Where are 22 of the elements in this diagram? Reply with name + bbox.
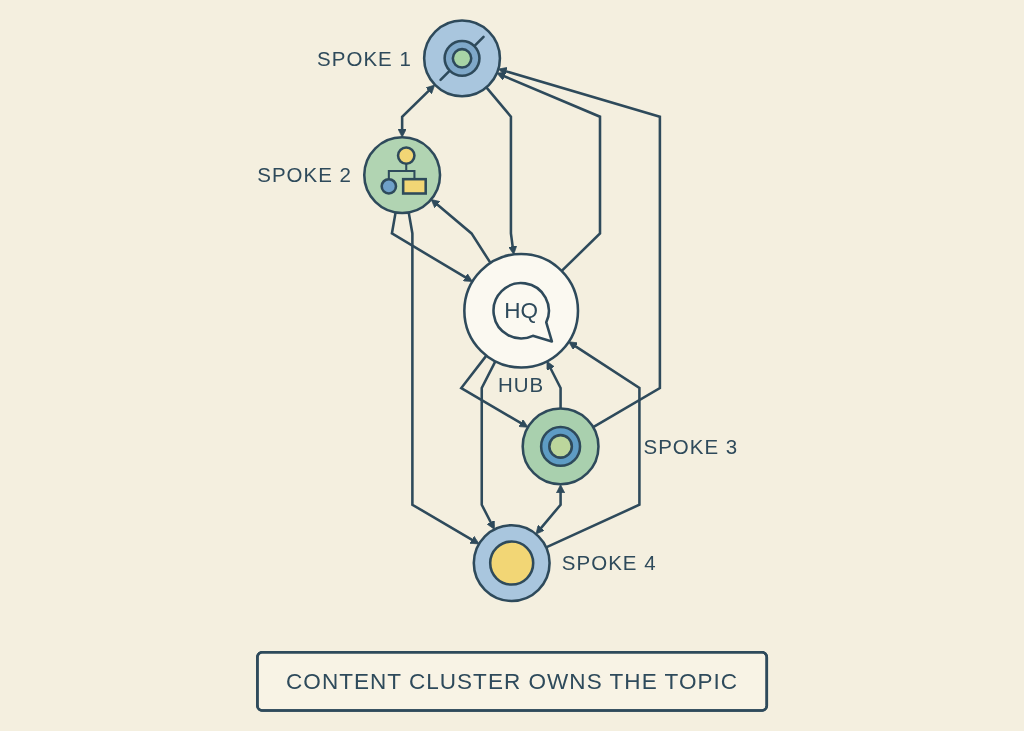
node-circle [363, 135, 442, 215]
arrow [390, 212, 473, 282]
arrow [407, 212, 480, 545]
node-circle: HQ [463, 252, 580, 369]
arrow [546, 360, 562, 409]
arrow [485, 86, 518, 255]
node-caption: SPOKE 3 [643, 434, 739, 458]
arrow [430, 199, 492, 264]
node-circle [422, 19, 502, 98]
node-caption: SPOKE 4 [561, 551, 657, 575]
node-circle [521, 407, 600, 486]
node-circle [472, 523, 551, 603]
arrow [497, 67, 662, 429]
arrow [459, 354, 529, 428]
arrow [480, 360, 497, 530]
arrow [397, 84, 435, 138]
node-caption: HUB [498, 373, 545, 397]
node-caption: SPOKE 1 [317, 46, 412, 70]
arrow [535, 484, 566, 535]
arrow [496, 72, 602, 272]
arrow [545, 341, 641, 549]
node-caption: SPOKE 2 [257, 163, 352, 187]
